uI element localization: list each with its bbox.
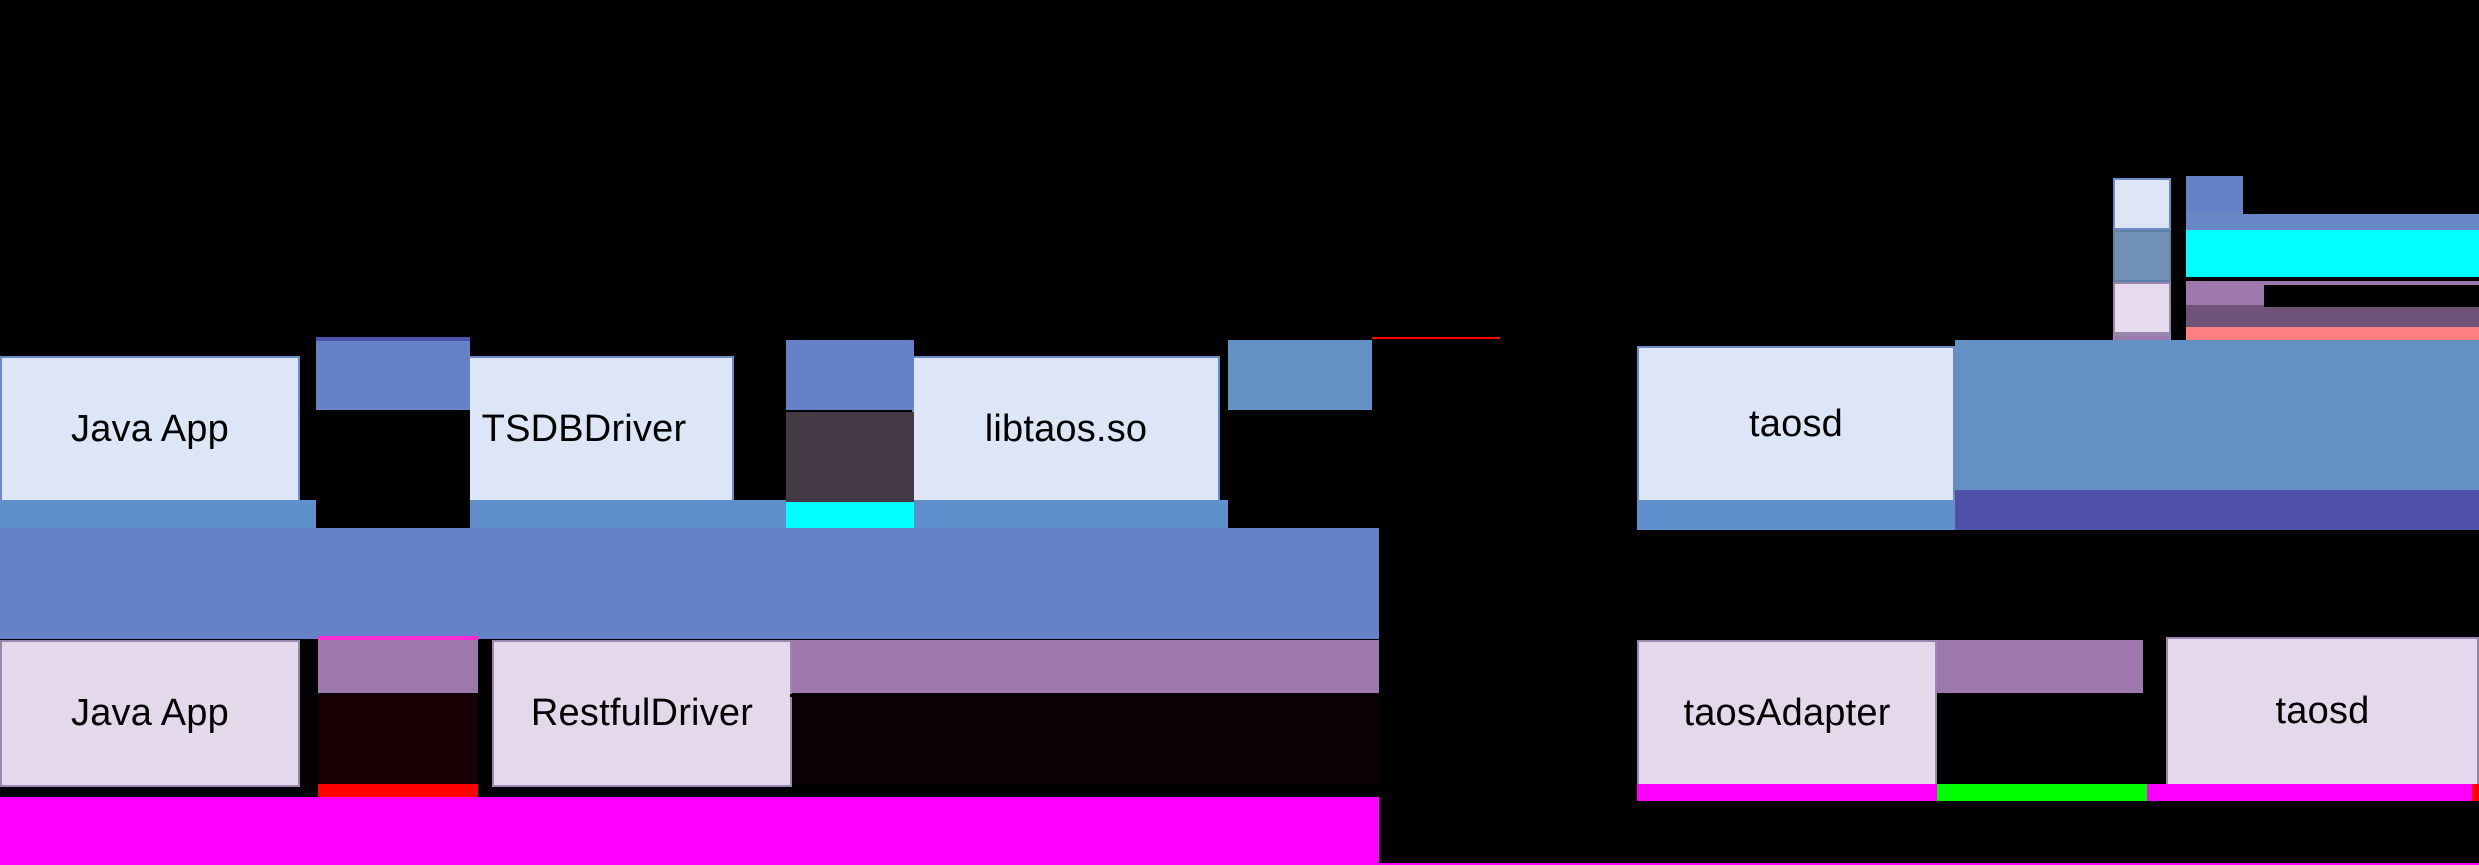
overlay-underbar-libtaos (914, 500, 1228, 528)
overlay-rest-black-block-2 (1937, 697, 2143, 784)
overlay-underbar-java-app (0, 500, 316, 528)
overlay-rest-mauve-block-1 (318, 640, 478, 693)
edge-adapter-to-taosd-arrowhead (2140, 683, 2156, 705)
overlay-native-slate-block-1 (316, 340, 470, 410)
edge-tsdbdriver-to-libtaos-line (782, 409, 904, 412)
node-label: taosd (1749, 402, 1843, 445)
node-label: RestfulDriver (530, 691, 754, 734)
node-label: taosAdapter (1683, 691, 1891, 734)
overlay-rest-mauve-band-wide (792, 640, 1379, 693)
overlay-native-cyan-chip (786, 502, 914, 529)
overlay-native-red-hairline (1372, 337, 1500, 339)
node-taosd-rest[interactable]: taosd (2166, 637, 2479, 787)
overlay-legend-black-notch (2243, 176, 2479, 214)
overlay-legend-black-notch-2 (2264, 285, 2479, 307)
overlay-native-steel-block-right (1228, 340, 1372, 410)
overlay-taosd-steel-block (1955, 340, 2479, 506)
node-libtaos-so[interactable]: libtaos.so (912, 356, 1220, 503)
overlay-underbar-taosd-rest (2147, 784, 2472, 801)
overlay-underbar-java-app-rest (0, 797, 1379, 865)
node-label: TSDBDriver (481, 407, 687, 450)
node-tsdb-driver[interactable]: TSDBDriver (434, 356, 734, 503)
overlay-native-charcoal-block (786, 412, 914, 502)
node-label: Java App (71, 691, 229, 734)
overlay-underbar-red-tip (2472, 784, 2479, 801)
overlay-taosd-indigo-band (1955, 490, 2479, 530)
node-label: taosd (2275, 690, 2370, 733)
edge-restful-to-adapter-line (790, 694, 1620, 697)
edge-libtaos-to-taosd-line (1232, 409, 1622, 412)
edge-adapter-to-taosd-line (1940, 694, 2148, 697)
node-java-app-rest[interactable]: Java App (0, 640, 300, 787)
legend-item-2 (2113, 230, 2185, 282)
overlay-mid-blue-band (0, 528, 1379, 639)
legend-item-1 (2113, 178, 2185, 230)
overlay-rest-mauve-block-2 (1937, 640, 2143, 693)
overlay-native-slate-block-2 (786, 340, 914, 410)
node-restful-driver[interactable]: RestfulDriver (492, 640, 792, 787)
node-label: libtaos.so (984, 407, 1148, 450)
overlay-underbar-adapter (1637, 784, 1937, 801)
node-taos-adapter[interactable]: taosAdapter (1637, 640, 1937, 787)
legend-item-3 (2113, 282, 2185, 334)
node-java-app-native[interactable]: Java App (0, 356, 300, 503)
edge-libtaos-to-taosd-arrowhead (1618, 398, 1634, 420)
legend-swatch-native-blue (2113, 178, 2171, 230)
node-label: Java App (71, 407, 229, 450)
overlay-legend-purple-bar (2186, 305, 2479, 327)
overlay-rest-black-band-wide (792, 697, 1379, 784)
node-taosd-native[interactable]: taosd (1637, 346, 1955, 503)
legend-swatch-rest-purple (2113, 282, 2171, 334)
overlay-legend-cyan-bar (2186, 230, 2479, 277)
edge-restful-to-adapter-arrowhead (1614, 683, 1630, 705)
overlay-native-black-block-1 (316, 410, 470, 505)
overlay-rest-red-chip (318, 784, 478, 800)
overlay-rest-magenta-top-hairline (318, 636, 478, 640)
overlay-underbar-tsdbdriver (470, 500, 786, 528)
overlay-underbar-taosd (1637, 500, 1955, 530)
overlay-rest-maroon-block-1 (318, 694, 478, 784)
legend-swatch-steel-blue (2113, 230, 2171, 282)
overlay-legend-blue-underline (2186, 212, 2479, 230)
overlay-native-blue-edge-1 (316, 337, 470, 341)
overlay-native-black-block-2 (1228, 410, 1372, 528)
overlay-bottom-hairline (0, 863, 2479, 865)
overlay-underbar-green-chip (1937, 784, 2147, 801)
